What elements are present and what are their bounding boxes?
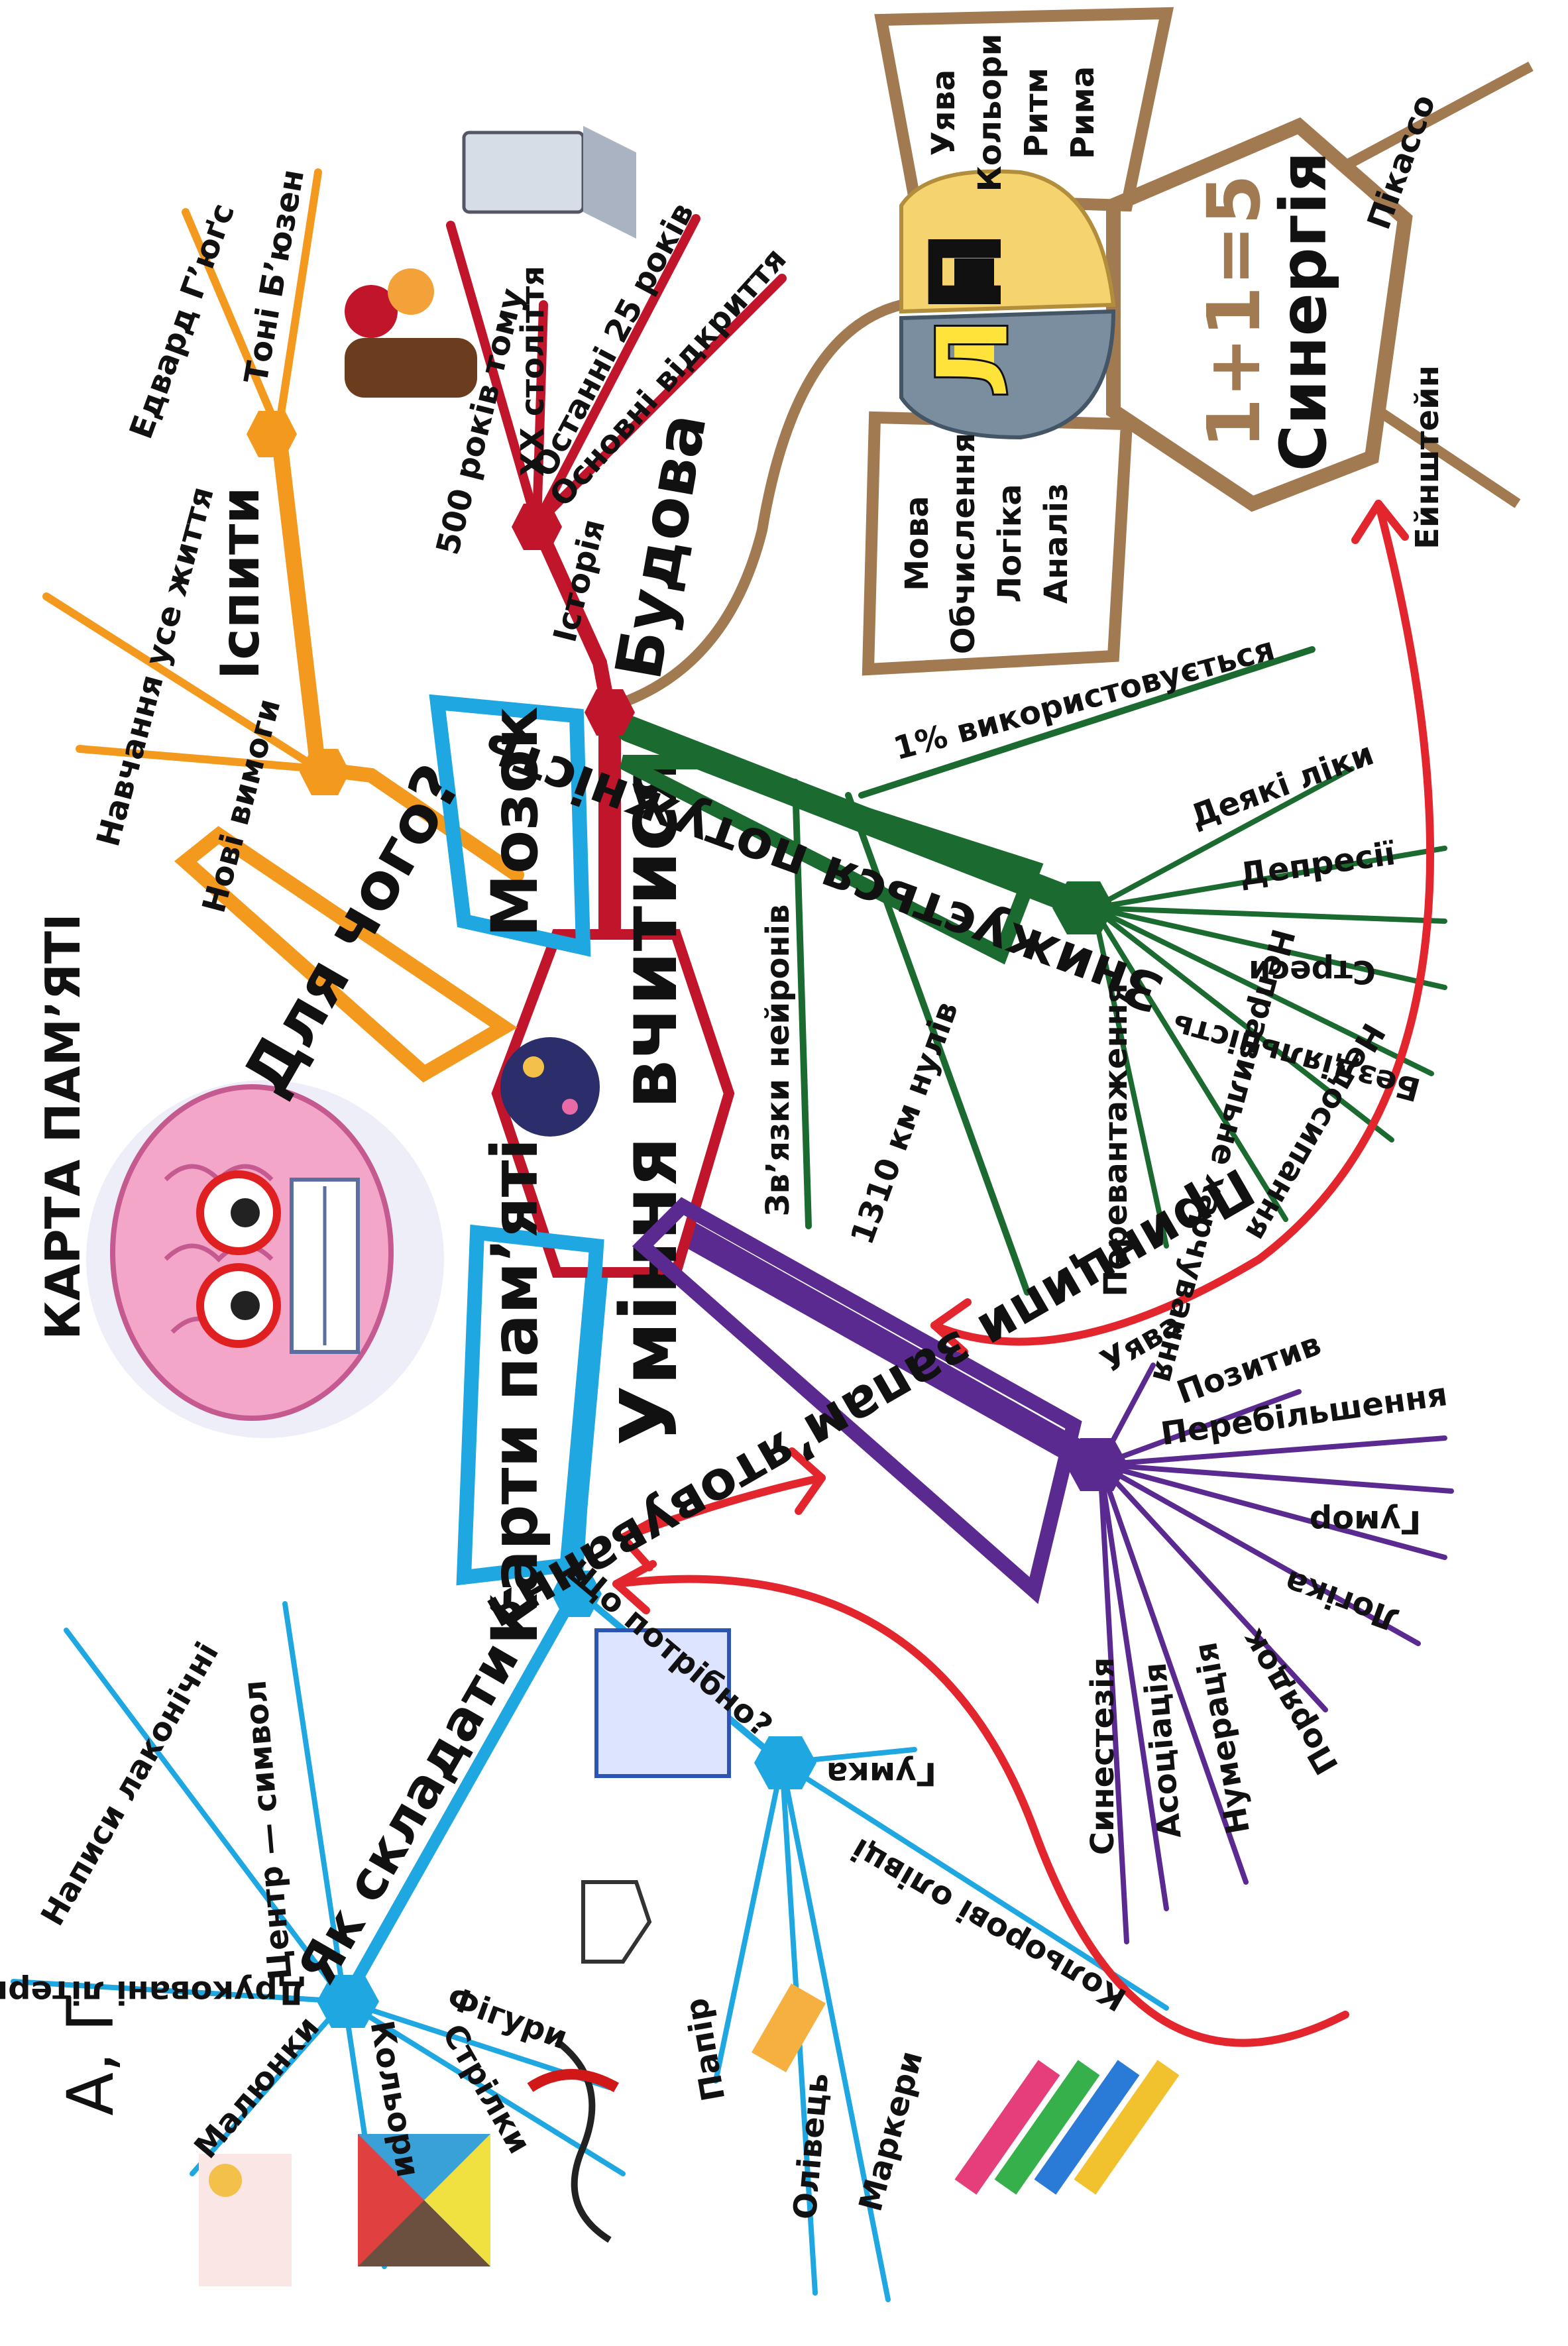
right-half-2: Ритм — [1018, 68, 1055, 158]
hemisphere-letter-left: Л — [916, 317, 1031, 400]
left-half-3: Аналіз — [1038, 483, 1075, 604]
hemisphere-letter-right: П — [909, 230, 1025, 313]
green-bottom-leaf-0: Зв’язки нейронів — [759, 904, 797, 1216]
drawing-illustrations — [199, 1628, 1180, 2286]
branch-frames — [174, 7, 1534, 1604]
history-item-1: ХХ століття — [514, 266, 551, 476]
yak-leaf-0: Центр — символ — [236, 1679, 299, 1982]
orange-sub-0: Нові вимоги — [196, 695, 288, 917]
left-half-0: Мова — [899, 496, 936, 591]
branch-label-mozok: Мозок — [478, 706, 552, 937]
right-half-0: Уява — [925, 70, 962, 156]
purple-leaf-5: Порядок — [1233, 1623, 1346, 1781]
green-leaf-6: Перевантаження — [1097, 983, 1135, 1296]
shcho-leaf-2: Маркери — [852, 2047, 930, 2215]
green-bottom-leaf-1: 1310 км нулів — [844, 997, 966, 1249]
yak-leaf-3: Малюнки — [187, 2009, 327, 2166]
left-half-1: Обчислення — [945, 433, 982, 654]
brain-hemispheres-illustration — [899, 169, 1116, 440]
knights-illustration — [345, 268, 477, 398]
shcho-leaf-1: Кольорові олівці — [845, 1830, 1133, 2018]
red-arrows — [612, 500, 1435, 2047]
yak-label: Як складати — [286, 1632, 531, 1995]
green-leaf-0: Деякі ліки — [1186, 735, 1378, 836]
right-half-1: Кольори — [972, 34, 1009, 192]
green-leaf-1: Депресії — [1237, 835, 1398, 893]
brain-mascot-illustration — [86, 1080, 444, 1438]
branch-label-karty: Карти пам’яті — [478, 1139, 552, 1646]
orange-leaf-0: Навчання усе життя — [89, 483, 221, 850]
hub-nodes — [247, 411, 1128, 2028]
yak-leaf-1: Написи лаконічні — [34, 1636, 226, 1932]
shcho-leaf-3: Олівець — [787, 2072, 836, 2221]
right-half-3: Рима — [1064, 66, 1101, 159]
synergy-leaf-1: Ейнштейн — [1409, 365, 1446, 549]
purple-leaf-8: Синестезія — [1084, 1657, 1121, 1856]
yak-leaf-2: Друковані літери — [0, 1974, 306, 2011]
shcho-leaf-0: Гумка — [826, 1755, 936, 1792]
learning-icon — [500, 1037, 600, 1137]
synergy-label: Синергія — [1266, 152, 1341, 472]
left-half-2: Логіка — [991, 484, 1029, 602]
laptop-icon — [462, 126, 636, 239]
green-leaf-2: Стреси — [1249, 953, 1376, 990]
colored-pencils-illustration — [954, 2060, 1180, 2195]
purple-leaf-3: Гумор — [1310, 1503, 1421, 1540]
synergy-leaf-0: Пікассо — [1360, 90, 1443, 235]
purple-leaf-4: Логіка — [1280, 1563, 1404, 1638]
orange-sub-1: Іспити — [209, 487, 271, 680]
printed-letters-sample: А, Г — [54, 1993, 128, 2115]
orange-leaf-1: Едвард Г’юґс — [123, 199, 242, 444]
map-title: КАРТА ПАМ’ЯТІ — [35, 913, 91, 1340]
synergy-formula: 1+1=5 — [1192, 174, 1276, 449]
center-label: Уміння вчитися — [603, 755, 695, 1446]
